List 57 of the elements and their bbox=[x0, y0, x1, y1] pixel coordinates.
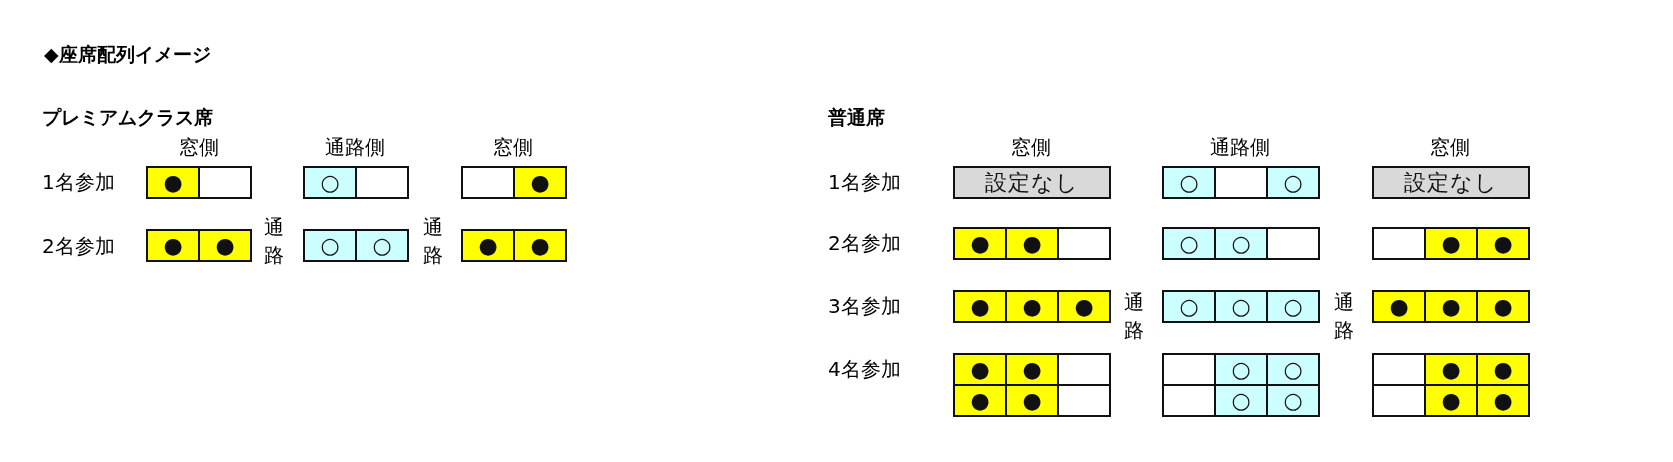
seat-cell: ● bbox=[461, 229, 515, 262]
seat-cell: ● bbox=[513, 229, 567, 262]
seat-cell: ● bbox=[953, 353, 1007, 386]
row-label: 1名参加 bbox=[828, 170, 901, 194]
seat-cell: ○ bbox=[1214, 353, 1268, 386]
seat-cell: ○ bbox=[303, 166, 357, 199]
seat-cell: ● bbox=[198, 229, 252, 262]
column-header: 窓側 bbox=[179, 135, 219, 159]
seat-cell: ● bbox=[953, 384, 1007, 417]
not-set-cell: 設定なし bbox=[1372, 166, 1530, 199]
row-label: 1名参加 bbox=[42, 170, 115, 194]
seat-cell: ● bbox=[1476, 384, 1530, 417]
seat-cell: ● bbox=[1424, 290, 1478, 323]
aisle-label: 通路 bbox=[1334, 289, 1354, 344]
seat-cell: ● bbox=[1476, 227, 1530, 260]
seat-cell: ○ bbox=[1214, 384, 1268, 417]
section-heading: 普通席 bbox=[828, 105, 885, 129]
seat-cell: ● bbox=[1476, 353, 1530, 386]
row-label: 2名参加 bbox=[42, 234, 115, 258]
seat-cell: ○ bbox=[355, 229, 409, 262]
section-heading: プレミアムクラス席 bbox=[42, 105, 213, 129]
seat-cell: ○ bbox=[1266, 166, 1320, 199]
seat-cell: ● bbox=[513, 166, 567, 199]
seat-cell: ○ bbox=[1162, 166, 1216, 199]
column-header: 通路側 bbox=[1210, 135, 1270, 159]
seat-cell: ○ bbox=[1266, 353, 1320, 386]
aisle-label: 通路 bbox=[1124, 289, 1144, 344]
row-label: 2名参加 bbox=[828, 231, 901, 255]
column-header: 通路側 bbox=[325, 135, 385, 159]
diagram-title: ◆座席配列イメージ bbox=[44, 42, 211, 66]
seat-cell: ○ bbox=[1162, 227, 1216, 260]
aisle-label: 通路 bbox=[423, 214, 443, 269]
seat-cell: ● bbox=[1476, 290, 1530, 323]
aisle-label: 通路 bbox=[264, 214, 284, 269]
seat-cell: ○ bbox=[303, 229, 357, 262]
seat-cell: ○ bbox=[1266, 384, 1320, 417]
seat-cell: ○ bbox=[1214, 227, 1268, 260]
seat-cell: ● bbox=[1372, 290, 1426, 323]
seat-cell: ○ bbox=[1266, 290, 1320, 323]
seat-cell: ● bbox=[146, 166, 200, 199]
seat-cell: ● bbox=[1424, 353, 1478, 386]
seat-cell: ○ bbox=[1162, 290, 1216, 323]
seat-cell: ○ bbox=[1214, 290, 1268, 323]
seat-cell: ● bbox=[1005, 290, 1059, 323]
column-header: 窓側 bbox=[493, 135, 533, 159]
seat-cell: ● bbox=[146, 229, 200, 262]
seat-cell: ● bbox=[1057, 290, 1111, 323]
seat-cell: ● bbox=[1424, 227, 1478, 260]
row-label: 4名参加 bbox=[828, 357, 901, 381]
seat-cell: ● bbox=[1424, 384, 1478, 417]
seat-cell: ● bbox=[953, 227, 1007, 260]
not-set-cell: 設定なし bbox=[953, 166, 1111, 199]
seat-cell: ● bbox=[1005, 227, 1059, 260]
seat-cell: ● bbox=[1005, 353, 1059, 386]
seat-cell: ● bbox=[953, 290, 1007, 323]
row-label: 3名参加 bbox=[828, 294, 901, 318]
seat-cell: ● bbox=[1005, 384, 1059, 417]
